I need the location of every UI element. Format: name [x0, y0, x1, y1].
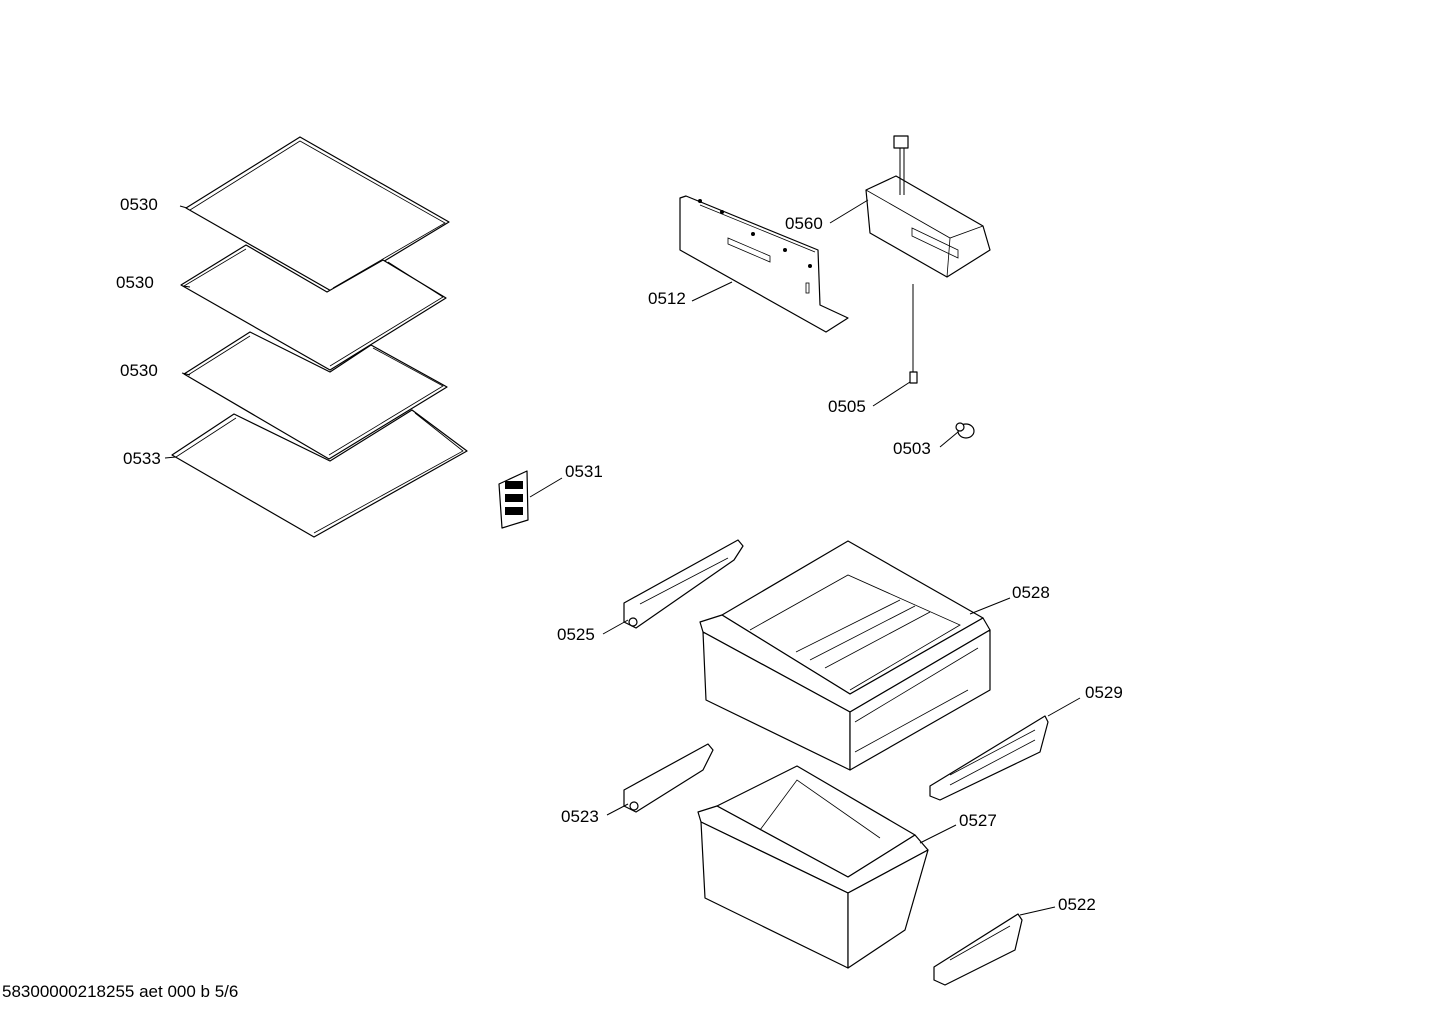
glass-shelf-1 — [179, 136, 450, 293]
callout-0530-lower: 0530 — [120, 361, 158, 380]
fan-unit-0560 — [865, 135, 991, 278]
rail-0525 — [623, 539, 744, 629]
drawer-0528 — [699, 540, 991, 771]
rail-0529 — [929, 715, 1049, 801]
callout-0505: 0505 — [828, 397, 866, 416]
grille-part-0531 — [498, 470, 529, 529]
rail-0522 — [933, 913, 1023, 986]
callout-0560: 0560 — [785, 214, 823, 233]
rail-0523 — [623, 743, 714, 813]
callout-0512: 0512 — [648, 289, 686, 308]
callout-0522: 0522 — [1058, 895, 1096, 914]
callout-0523: 0523 — [561, 807, 599, 826]
callout-0533: 0533 — [123, 449, 161, 468]
cover-panel-0512 — [679, 195, 849, 333]
callout-0503: 0503 — [893, 439, 931, 458]
callout-0530-middle: 0530 — [116, 273, 154, 292]
glass-shelf-0533 — [171, 409, 468, 538]
leader-lines — [164, 199, 1081, 916]
callout-0527: 0527 — [959, 811, 997, 830]
glass-shelf-2 — [180, 244, 447, 371]
callout-0530-top: 0530 — [120, 195, 158, 214]
drawer-0527 — [697, 765, 929, 969]
drawing-reference-footer: 58300000218255 aet 000 b 5/6 — [2, 982, 239, 1001]
sensor-0505 — [909, 284, 918, 384]
callout-0528: 0528 — [1012, 583, 1050, 602]
callout-0531: 0531 — [565, 462, 603, 481]
glass-shelf-3 — [183, 331, 448, 460]
clip-0503 — [955, 422, 975, 439]
callout-0529: 0529 — [1085, 683, 1123, 702]
callout-0525: 0525 — [557, 625, 595, 644]
